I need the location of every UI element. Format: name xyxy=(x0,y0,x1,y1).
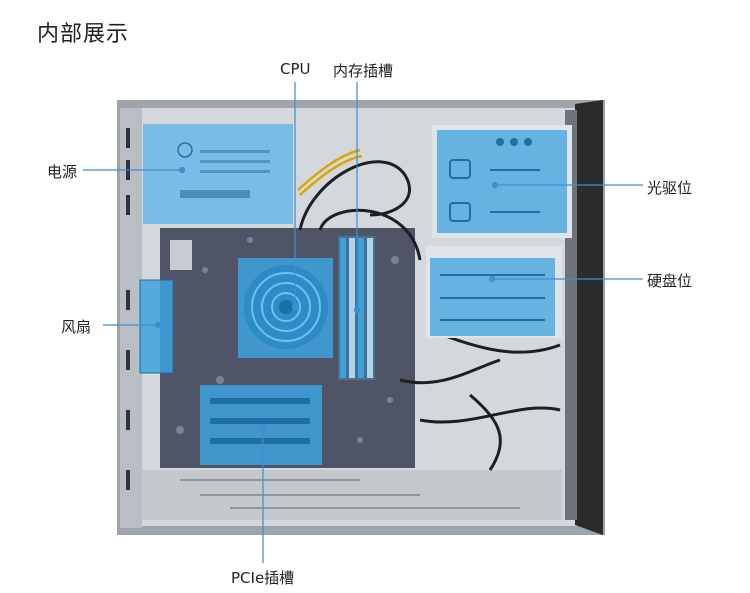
leader-lines xyxy=(83,82,643,563)
cpu-label: CPU xyxy=(280,60,311,78)
pcie-slots xyxy=(200,385,322,465)
pcie-slot-label: PCIe插槽 xyxy=(231,569,295,587)
fan-label: 风扇 xyxy=(61,318,92,336)
power-supply xyxy=(143,124,293,224)
cables xyxy=(298,160,561,471)
hard-drive-bay-label: 硬盘位 xyxy=(647,272,693,290)
optical-drive-bay xyxy=(432,125,572,238)
cpu-cooler xyxy=(238,258,333,358)
memory-slot-label: 内存插槽 xyxy=(333,62,394,80)
power-supply-label: 电源 xyxy=(47,163,78,181)
hard-drive-bay xyxy=(426,246,562,338)
page-title: 内部展示 xyxy=(37,22,130,47)
optical-drive-bay-label: 光驱位 xyxy=(647,179,693,197)
